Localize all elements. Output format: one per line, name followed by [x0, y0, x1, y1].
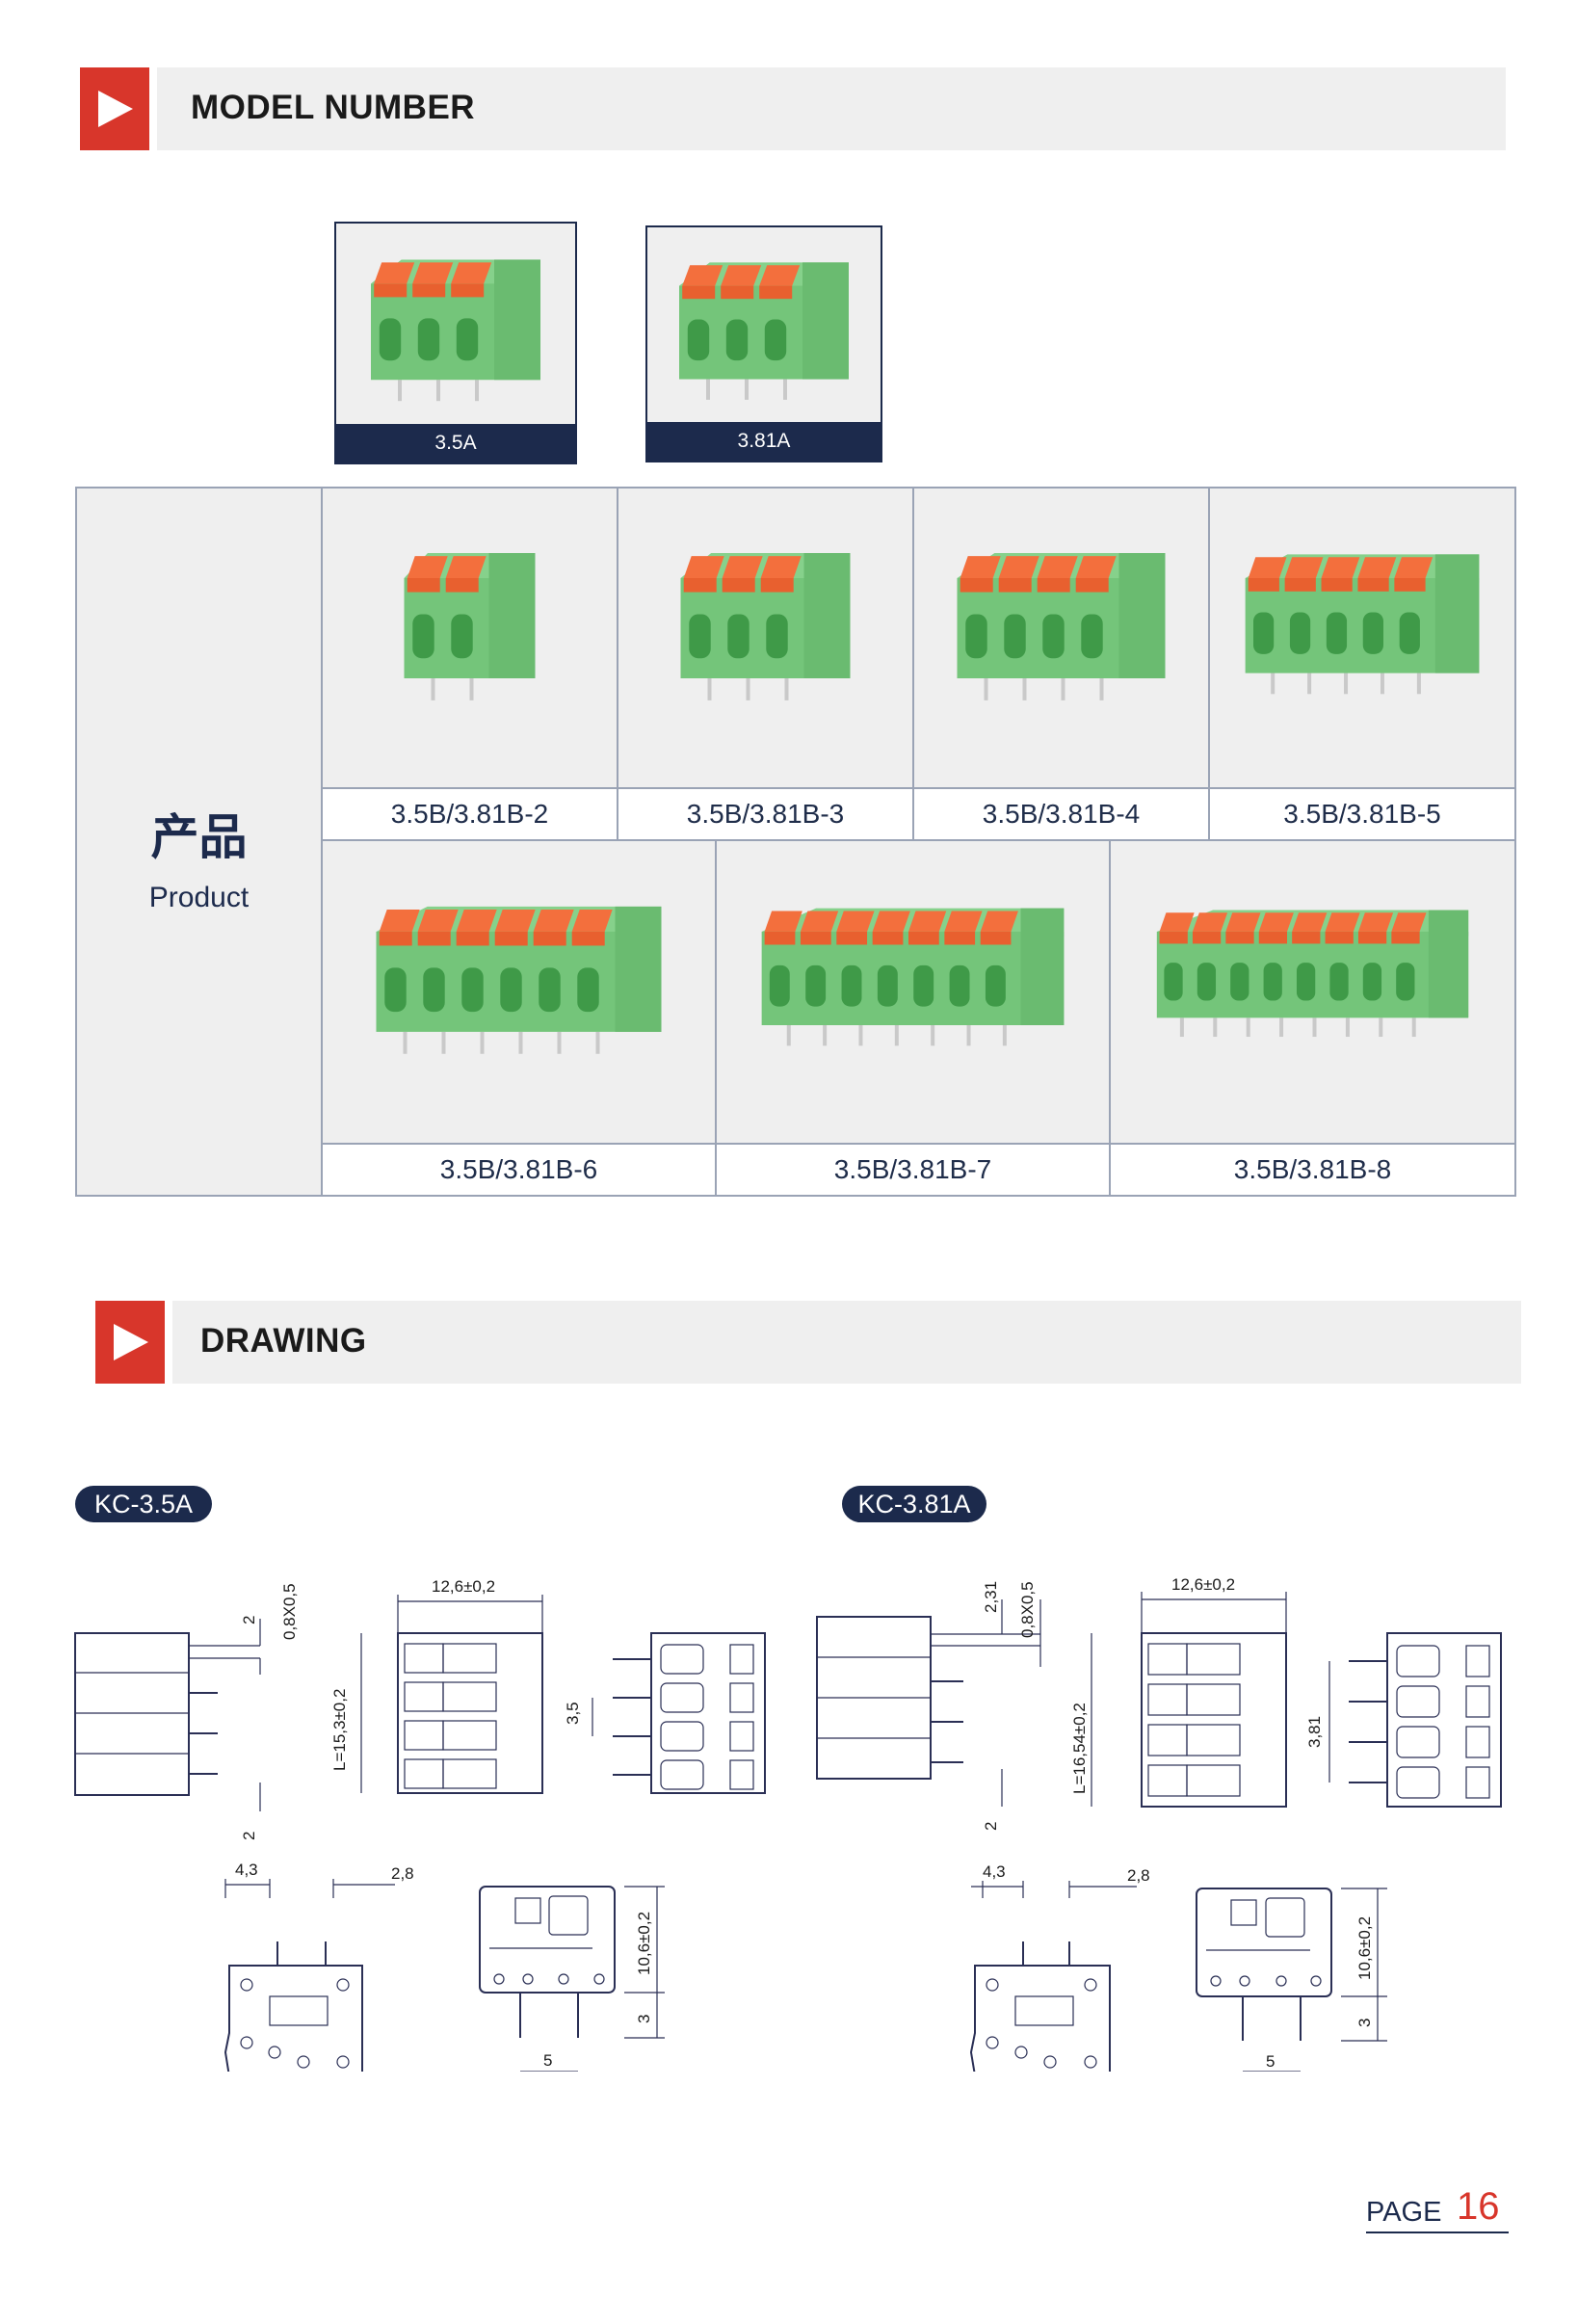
product-label: 3.5B/3.81B-8 [1111, 1143, 1514, 1195]
dim-28: 2,8 [391, 1864, 414, 1883]
front-view [479, 1886, 665, 2072]
product-grid: 产品 Product 3.5B/3.81B-2 3.5B/3.81B-3 3.5… [75, 487, 1516, 1197]
dim-pitch: 3,81 [1305, 1716, 1324, 1748]
profile-view [224, 1879, 395, 2072]
connector-image [1245, 554, 1480, 695]
product-image [323, 841, 715, 1143]
dim-2-top: 2 [240, 1616, 258, 1624]
dim-2-bot: 2 [240, 1832, 258, 1840]
product-image [618, 489, 912, 787]
model-section-title: MODEL NUMBER [191, 89, 476, 126]
page-number: 16 [1457, 2185, 1500, 2228]
product-cell-5: 3.5B/3.81B-5 [1210, 489, 1514, 839]
connector-image [679, 262, 849, 400]
drawing-model-pill-35a: KC-3.5A [75, 1486, 212, 1522]
dim-5: 5 [1266, 2052, 1275, 2071]
drawing-kc-381a: 2,31 0,8X0,5 2 12,6±0,2 L=16,54±0,2 3,81 [816, 1575, 1502, 2072]
top-view [1091, 1592, 1287, 1808]
drawing-kc-35a: 2 0,8X0,5 2 12,6±0,2 L=15,3±0,2 3,5 [74, 1577, 766, 2072]
top-view [360, 1595, 543, 1794]
product-cell-7: 3.5B/3.81B-7 [717, 841, 1111, 1195]
play-icon [114, 1324, 148, 1360]
product-label: 3.5B/3.81B-6 [323, 1143, 715, 1195]
drawing-section-bar [172, 1301, 1521, 1384]
dim-3: 3 [635, 2015, 653, 2023]
dim-height: 10,6±0,2 [635, 1912, 653, 1975]
connector-image [371, 259, 540, 402]
dim-43: 4,3 [983, 1862, 1006, 1881]
product-image [1210, 489, 1514, 787]
side-view [74, 1619, 261, 1811]
row-divider [323, 839, 1514, 841]
product-image [1111, 841, 1514, 1143]
dim-3: 3 [1355, 2019, 1374, 2027]
dim-width: 12,6±0,2 [1171, 1575, 1235, 1594]
product-label: 3.5B/3.81B-3 [618, 787, 912, 839]
dim-wire: 0,8X0,5 [280, 1583, 299, 1640]
dim-2-bot: 2 [982, 1822, 1000, 1831]
thumb-label: 3.5A [336, 424, 575, 462]
product-image [914, 489, 1208, 787]
product-cell-6: 3.5B/3.81B-6 [323, 841, 717, 1195]
profile-view [969, 1881, 1137, 2072]
front-view [1196, 1888, 1387, 2072]
product-label-en: Product [148, 882, 250, 913]
product-label-cell: 产品 Product [77, 489, 323, 1195]
end-view [1328, 1632, 1502, 1808]
product-cell-3: 3.5B/3.81B-3 [618, 489, 914, 839]
product-image [717, 841, 1109, 1143]
connector-image [680, 553, 851, 700]
product-label: 3.5B/3.81B-4 [914, 787, 1208, 839]
product-label: 3.5B/3.81B-5 [1210, 787, 1514, 839]
product-cell-2: 3.5B/3.81B-2 [323, 489, 618, 839]
thumb-label: 3.81A [647, 422, 881, 461]
dim-wire: 0,8X0,5 [1018, 1581, 1037, 1638]
play-icon [98, 91, 133, 127]
product-cell-8: 3.5B/3.81B-8 [1111, 841, 1514, 1195]
product-image [336, 224, 575, 424]
connector-image [376, 906, 662, 1054]
dim-5: 5 [543, 2051, 552, 2070]
page-footer: PAGE 16 [1366, 2179, 1509, 2233]
dim-28: 2,8 [1127, 1866, 1150, 1885]
product-image [647, 227, 881, 422]
product-label: 3.5B/3.81B-2 [323, 787, 617, 839]
product-image [323, 489, 617, 787]
drawing-section-icon [95, 1301, 165, 1384]
model-thumb-35a: 3.5A [334, 222, 577, 464]
connector-image [957, 553, 1166, 700]
product-label-cn: 产品 [150, 809, 248, 865]
dim-2-top: 2,31 [982, 1581, 1000, 1613]
drawing-model-pill-381a: KC-3.81A [842, 1486, 986, 1522]
drawing-section-title: DRAWING [200, 1322, 367, 1360]
model-thumb-381a: 3.81A [645, 225, 882, 462]
dim-43: 4,3 [235, 1861, 258, 1879]
side-view [816, 1599, 1041, 1807]
connector-image [761, 908, 1065, 1046]
page-label: PAGE [1366, 2197, 1442, 2228]
dim-height: 10,6±0,2 [1355, 1916, 1374, 1980]
model-section-icon [80, 67, 149, 150]
model-section-bar [157, 67, 1506, 150]
product-label: 3.5B/3.81B-7 [717, 1143, 1109, 1195]
product-cell-4: 3.5B/3.81B-4 [914, 489, 1210, 839]
connector-image [1156, 910, 1469, 1038]
dim-length: L=16,54±0,2 [1070, 1703, 1089, 1794]
dim-pitch: 3,5 [564, 1702, 582, 1725]
dim-width: 12,6±0,2 [432, 1577, 495, 1596]
connector-image [404, 553, 536, 700]
dim-length: L=15,3±0,2 [330, 1689, 349, 1771]
end-view [592, 1632, 766, 1794]
